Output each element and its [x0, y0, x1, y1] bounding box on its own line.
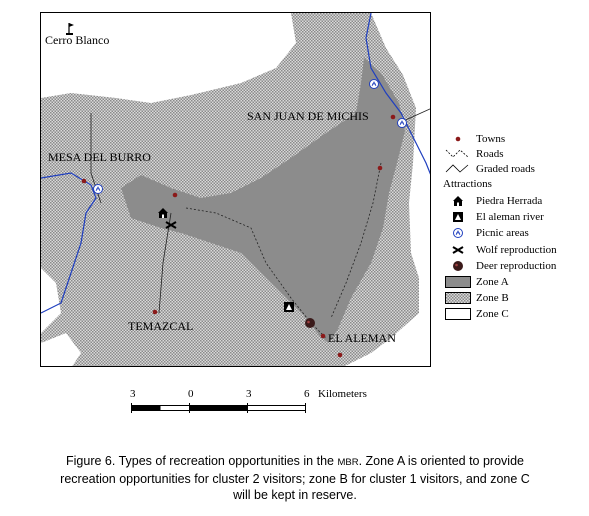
- town-dot-icon: [152, 309, 158, 315]
- wolf-icon: [165, 221, 177, 229]
- scale-bar-graphic: [131, 403, 306, 413]
- town-dot-icon: [320, 333, 326, 339]
- place-el-aleman: EL ALEMAN: [328, 331, 396, 345]
- house-icon: [453, 196, 463, 206]
- caption-line-1: Figure 6. Types of recreation opportunit…: [30, 453, 560, 471]
- picnic-icon: [397, 118, 407, 128]
- road-5: [398, 108, 430, 124]
- zone-a-area: [121, 58, 405, 343]
- legend-roads-label: Roads: [476, 148, 504, 160]
- zone-c-hole: [41, 333, 81, 366]
- place-mesa-del-burro: MESA DEL BURRO: [48, 150, 151, 164]
- legend-graded-roads-label: Graded roads: [476, 163, 535, 175]
- legend-attractions-heading: Attractions: [443, 178, 492, 190]
- deer-icon: [305, 318, 315, 328]
- place-cerro-blanco: Cerro Blanco: [45, 33, 110, 47]
- scale-tick-label: 6: [304, 388, 310, 400]
- legend-el-aleman-river-label: El aleman river: [476, 211, 544, 223]
- map-canvas: [41, 13, 430, 366]
- scale-unit: Kilometers: [318, 388, 367, 400]
- tent-icon: [453, 212, 463, 222]
- scale-tick-label: 3: [246, 388, 252, 400]
- wolf-icon: [452, 246, 464, 254]
- place-temazcal: TEMAZCAL: [128, 319, 194, 333]
- towns: [81, 114, 396, 358]
- map-frame: Cerro Blanco SAN JUAN DE MICHIS MESA DEL…: [40, 12, 431, 367]
- legend-towns-label: Towns: [476, 133, 506, 145]
- road-4: [330, 162, 382, 319]
- zone-c-swatch: [445, 308, 471, 320]
- legend-wolf-reproduction-label: Wolf reproduction: [476, 244, 557, 256]
- place-san-juan-de-michis: SAN JUAN DE MICHIS: [247, 109, 369, 123]
- scale-tick-label: 0: [188, 388, 194, 400]
- house-icon: [158, 208, 168, 218]
- picnic-icon: [369, 79, 379, 89]
- zone-b-swatch: [445, 292, 471, 304]
- road-2: [158, 212, 172, 314]
- zone-a-swatch: [445, 276, 471, 288]
- river-west: [41, 172, 97, 314]
- legend-zone-a-label: Zone A: [476, 276, 509, 288]
- town-dot-icon: [390, 114, 396, 120]
- flag-icon: [66, 23, 74, 35]
- caption-text: . Zone A is oriented to provide: [358, 454, 524, 468]
- picnic-icon: [453, 228, 463, 238]
- legend-zone-b-label: Zone B: [476, 292, 509, 304]
- deer-icon: [453, 261, 463, 271]
- figure-caption: Figure 6. Types of recreation opportunit…: [30, 453, 560, 503]
- road-line-icon: [445, 149, 469, 158]
- legend-zone-c-label: Zone C: [476, 308, 509, 320]
- river: [365, 13, 430, 175]
- caption-line-3: will be kept in reserve.: [233, 488, 357, 502]
- town-dot-icon: [455, 136, 461, 142]
- legend-piedra-herrada-label: Piedra Herrada: [476, 195, 543, 207]
- town-dot-icon: [81, 178, 87, 184]
- town-dot-icon: [337, 352, 343, 358]
- scale-bar: 3 0 3 6 Kilometers: [125, 388, 425, 428]
- scale-tick-label: 3: [130, 388, 136, 400]
- graded-road-icon: [445, 164, 469, 173]
- town-dot-icon: [172, 192, 178, 198]
- caption-line-2: recreation opportunities for cluster 2 v…: [60, 472, 530, 486]
- legend-deer-reproduction-label: Deer reproduction: [476, 260, 557, 272]
- tent-icon: [284, 302, 294, 312]
- caption-text: Figure 6. Types of recreation opportunit…: [66, 454, 338, 468]
- town-dot-icon: [377, 165, 383, 171]
- caption-abbr: MBR: [337, 457, 359, 468]
- picnic-icon: [93, 184, 103, 194]
- legend-picnic-areas-label: Picnic areas: [476, 227, 529, 239]
